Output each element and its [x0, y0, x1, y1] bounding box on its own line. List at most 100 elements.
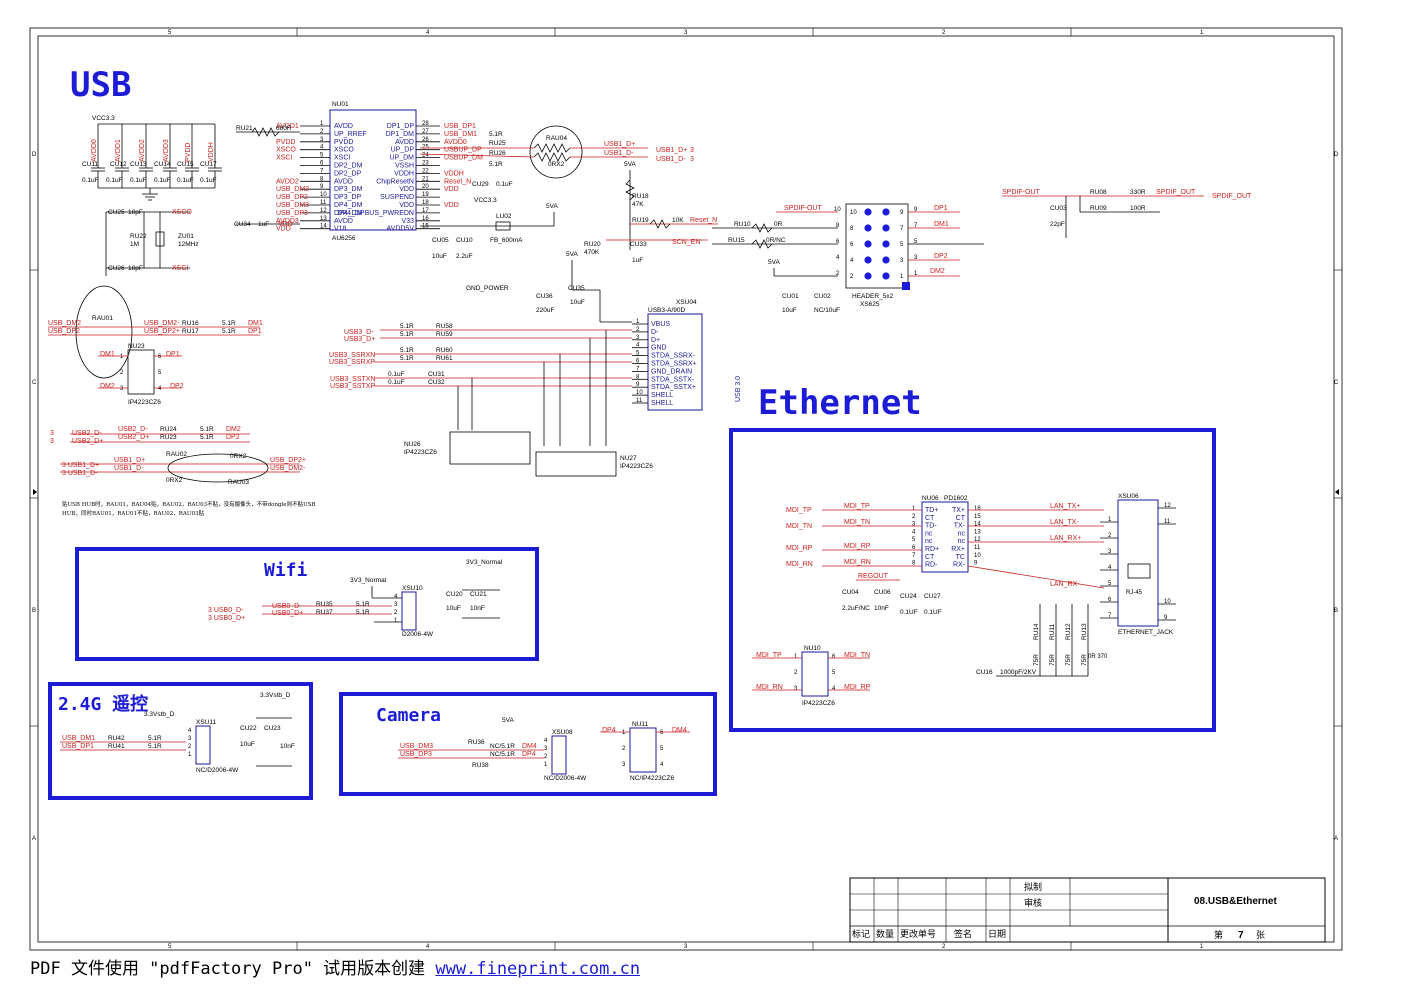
- ru20-value: 470K: [584, 249, 600, 256]
- pin-name: DP3_DP: [334, 194, 362, 201]
- cap-net: AVDD0: [91, 139, 98, 162]
- pin-name: DP3_DM: [334, 186, 363, 193]
- svg-text:8: 8: [836, 223, 840, 229]
- cap-value: 0.1uF: [106, 177, 123, 184]
- 5va-label: 5VA: [768, 259, 780, 266]
- usb2-net: USB2_D-: [118, 426, 148, 433]
- pin-net: USB_DP1: [444, 123, 476, 130]
- res-value: 5.1R: [222, 320, 236, 327]
- svg-text:2: 2: [836, 271, 840, 277]
- esd-nu26: [449, 431, 531, 465]
- pin-number: 8: [912, 561, 916, 567]
- cu03-ref: CU03: [1050, 205, 1067, 212]
- gnd-power-label: GND_POWER: [466, 285, 509, 292]
- lu02-value: FB_600mA: [490, 237, 523, 244]
- tb-page-suffix: 张: [1256, 930, 1265, 941]
- ru26-ref: RU26: [489, 150, 506, 157]
- pin-number: 4: [1108, 565, 1112, 571]
- usb-net: USB_DM2-: [144, 320, 180, 327]
- decoupling-caps: AVDD0 CU11 0.1uF AVDD1 CU12 0.1uF AVDD2 …: [82, 124, 222, 188]
- rj45-label: RJ-45: [1126, 590, 1143, 596]
- svg-text:7: 7: [900, 226, 904, 232]
- usb1-net: USB1_D-: [114, 465, 144, 472]
- cu04-ref: CU04: [842, 589, 859, 596]
- pin-number: 7: [1108, 613, 1112, 619]
- hub-chip-part: AU6256: [332, 235, 356, 242]
- ru10-ref: RU10: [734, 221, 751, 228]
- svg-text:2: 2: [120, 370, 124, 376]
- cap-net: PVDD: [185, 143, 192, 162]
- vdd-net: VDD: [278, 221, 293, 228]
- regout-net: REGOUT: [858, 573, 889, 580]
- res-ref: RU11: [1049, 623, 1056, 640]
- pin-number: 1: [636, 319, 640, 325]
- usb1-net: 3 USB1_D+: [62, 462, 99, 469]
- cu26-value: 18pF: [128, 265, 143, 272]
- usb-net: USB_DM2-: [270, 465, 306, 472]
- pin-number: 10: [320, 192, 327, 198]
- res-value: 5.1R: [356, 601, 370, 608]
- pin-number: 15: [422, 224, 429, 230]
- svg-text:10: 10: [834, 207, 841, 213]
- svg-text:5: 5: [832, 670, 836, 676]
- pin-name: VDDH: [394, 170, 414, 177]
- ru42-ref: RU42: [108, 735, 125, 742]
- svg-text:1: 1: [544, 762, 548, 768]
- pin-number: 14: [320, 224, 327, 230]
- wifi-connector: [401, 591, 417, 631]
- pin-name: TX+: [952, 507, 965, 514]
- pin-net: XSCI: [276, 155, 292, 162]
- vcc33-label: VCC3.3: [474, 197, 497, 204]
- ru09-value: 100R: [1130, 205, 1146, 212]
- row-label: C: [32, 380, 37, 386]
- pin-net: AVDD3: [276, 218, 299, 225]
- ru15-ref: RU15: [728, 237, 745, 244]
- mdi-net: MDI_RP: [844, 684, 871, 691]
- ru22-value: 1M: [130, 241, 139, 248]
- rf-net: USB_DM1: [62, 735, 95, 742]
- usb-net: USB_DP2: [48, 328, 80, 335]
- pin-name: STDA_SSRX-: [651, 353, 696, 360]
- row-label: B: [1334, 608, 1338, 614]
- footer-link[interactable]: www.fineprint.com.cn: [435, 959, 641, 979]
- pin-net: VDDH: [444, 170, 464, 177]
- pin-number: 15: [974, 514, 981, 520]
- cu33-ref: CU33: [630, 241, 647, 248]
- pin-name: TC: [956, 554, 965, 561]
- svg-text:4: 4: [660, 762, 664, 768]
- lu02-ref: LU02: [496, 213, 512, 220]
- cap-ref: CU12: [110, 161, 127, 168]
- cu06-ref: CU06: [874, 589, 891, 596]
- pin-number: 9: [1164, 615, 1168, 621]
- rj45-icon: [1127, 563, 1151, 579]
- eth-transformer: [921, 501, 969, 573]
- rail-label: 3V3_Normal: [350, 577, 387, 584]
- dp2-net: DP2: [170, 383, 184, 390]
- cu35-ref: CU35: [568, 285, 585, 292]
- pin-net: USB_DM2: [276, 186, 309, 193]
- lan-net: LAN_RX-: [1050, 581, 1080, 588]
- cu36-value: 220uF: [536, 307, 554, 314]
- resistor-icon: [751, 223, 773, 233]
- pin-number: 2: [636, 327, 640, 333]
- usb1-net: USB1_D+: [114, 457, 145, 464]
- crystal-icon: [155, 231, 165, 247]
- r51-label: 5.1R: [489, 131, 503, 138]
- resistor-icon: [751, 239, 773, 249]
- svg-text:5: 5: [158, 370, 162, 376]
- header-pin: [882, 208, 890, 216]
- resistor-icon: [625, 179, 635, 201]
- svg-text:3: 3: [914, 255, 918, 261]
- pin-name: SUSPEND: [380, 194, 414, 201]
- cu10-value: 2.2uF: [456, 253, 473, 260]
- cu36-ref: CU36: [536, 293, 553, 300]
- res-value: 5.1R: [148, 743, 162, 750]
- lan-net: LAN_TX-: [1050, 519, 1079, 526]
- svg-text:1: 1: [394, 618, 398, 624]
- col-label: 2: [942, 30, 946, 36]
- res-value: 5.1R: [400, 347, 414, 354]
- pin-number: 12: [320, 208, 327, 214]
- rf-net: USB_DP1: [62, 743, 94, 750]
- camera-conn-ref: XSU08: [552, 729, 573, 736]
